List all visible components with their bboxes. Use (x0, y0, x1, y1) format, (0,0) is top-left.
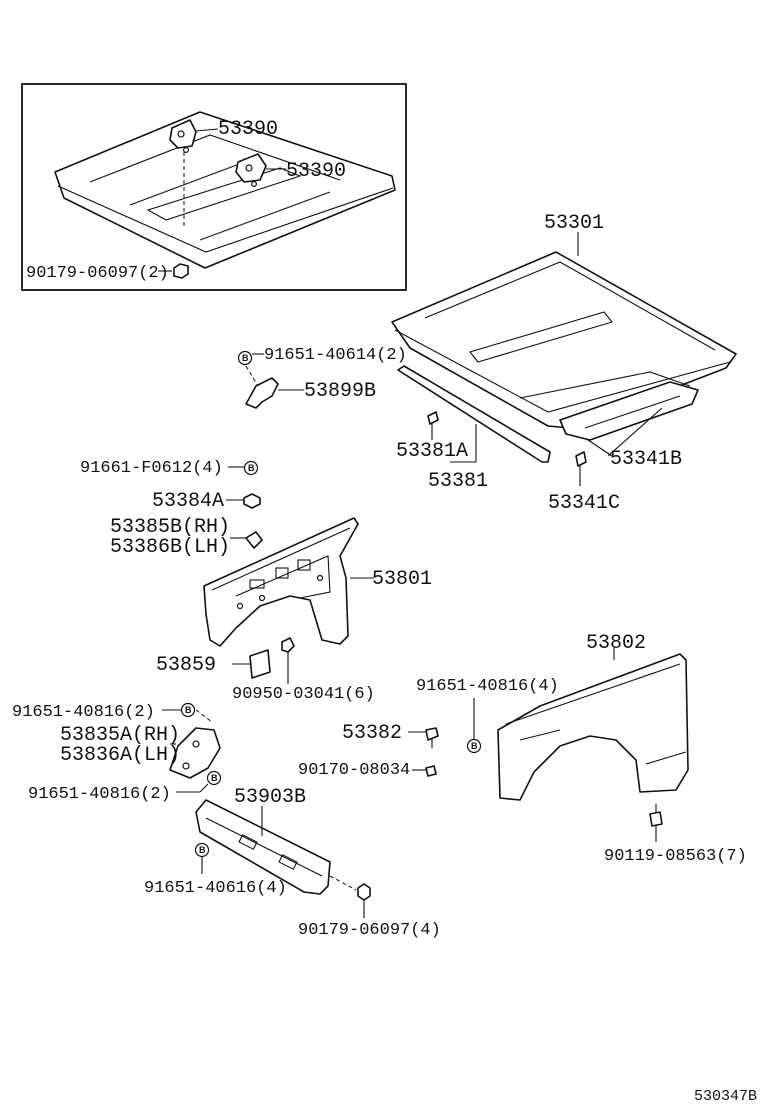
brace-bolt-a-badge-icon (180, 702, 196, 718)
bolt4-label: 91661-F0612(4) (80, 459, 223, 478)
stay-icon (425, 727, 439, 741)
fender-panel (497, 653, 689, 801)
svg-text:B: B (199, 845, 206, 855)
fender-bolt-badge-icon (466, 738, 482, 754)
inset-bracket-lower-label: 53390 (286, 160, 346, 183)
inset-bracket-upper-label: 53390 (218, 118, 278, 141)
support-bolt-badge-icon (194, 842, 210, 858)
fender-screw-icon (649, 811, 663, 827)
clip-icon (281, 637, 295, 653)
seal-clip-label: 53381A (396, 440, 468, 463)
brace-bolt-b-label: 91651-40816(2) (28, 785, 171, 804)
apron-label: 53801 (372, 568, 432, 591)
cover-icon (249, 649, 271, 679)
inset-nut-icon (173, 263, 189, 279)
support-nut-icon (357, 883, 371, 901)
support-group: 53903B B 91651-40616(4) 90179-06097(4) (144, 786, 441, 940)
support-label: 53903B (234, 786, 306, 809)
bolt-badge-letter: B (242, 353, 249, 363)
screw-icon (425, 765, 437, 777)
svg-text:B: B (248, 463, 255, 473)
hinge-group: B 91651-40614(2) 53899B (237, 346, 407, 409)
seal-clip-icon (427, 411, 439, 425)
screw-label: 90170-08034 (298, 761, 410, 780)
bolt-badge-icon (237, 350, 253, 366)
support-bolt-label: 91651-40616(4) (144, 879, 287, 898)
inset-panel: 53390 53390 90179-06097(2) (21, 83, 407, 291)
stay-label: 53382 (342, 722, 402, 745)
hood-insulator (559, 381, 699, 441)
insulator-label: 53341B (610, 448, 682, 471)
inset-nut-label: 90179-06097(2) (26, 264, 169, 283)
support-nut-label: 90179-06097(4) (298, 921, 441, 940)
apron-panel (203, 517, 359, 647)
hinge-icon (245, 377, 279, 409)
svg-text:B: B (185, 705, 192, 715)
diagram-code: 530347B (694, 1088, 757, 1105)
brace-bolt-a-label: 91651-40816(2) (12, 703, 155, 722)
hood-bolt-label: 91651-40614(2) (264, 346, 407, 365)
insulator-clip-label: 53341C (548, 492, 620, 515)
brace-lh-label: 53836A(LH) (60, 744, 180, 767)
hood-assembly: 53301 53381A 53381 53341B 53341C (391, 212, 737, 515)
fender-label: 53802 (586, 632, 646, 655)
fender-screw-label: 90119-08563(7) (604, 847, 747, 866)
hood-seal-strip (397, 365, 551, 463)
bolt4-badge-icon (243, 460, 259, 476)
seal-label: 53381 (428, 470, 488, 493)
svg-text:B: B (211, 773, 218, 783)
cover-label: 53859 (156, 654, 216, 677)
apron-group: B 91661-F0612(4) 53384A 53385B(RH) 53386… (80, 459, 432, 704)
insulator-clip-icon (575, 451, 587, 467)
brace-bolt-b-badge-icon (206, 770, 222, 786)
cushion-label: 53384A (152, 490, 224, 513)
svg-text:B: B (471, 741, 478, 751)
fender-bolt-label: 91651-40816(4) (416, 677, 559, 696)
inset-hood-shape (54, 111, 396, 269)
clip-label: 90950-03041(6) (232, 685, 375, 704)
bracket-lh-label: 53386B(LH) (110, 536, 230, 559)
brace-rh-label: 53835A(RH) (60, 724, 180, 747)
hinge-label: 53899B (304, 380, 376, 403)
bracket-rh-label: 53385B(RH) (110, 516, 230, 539)
cushion-icon (243, 493, 261, 509)
apron-bracket-icon (245, 531, 263, 549)
fender-group: 53802 B 91651-40816(4) 53382 90170-08034… (298, 632, 747, 866)
hood-label: 53301 (544, 212, 604, 235)
brace-group: B 91651-40816(2) 53835A(RH) 53836A(LH) B… (12, 702, 222, 804)
